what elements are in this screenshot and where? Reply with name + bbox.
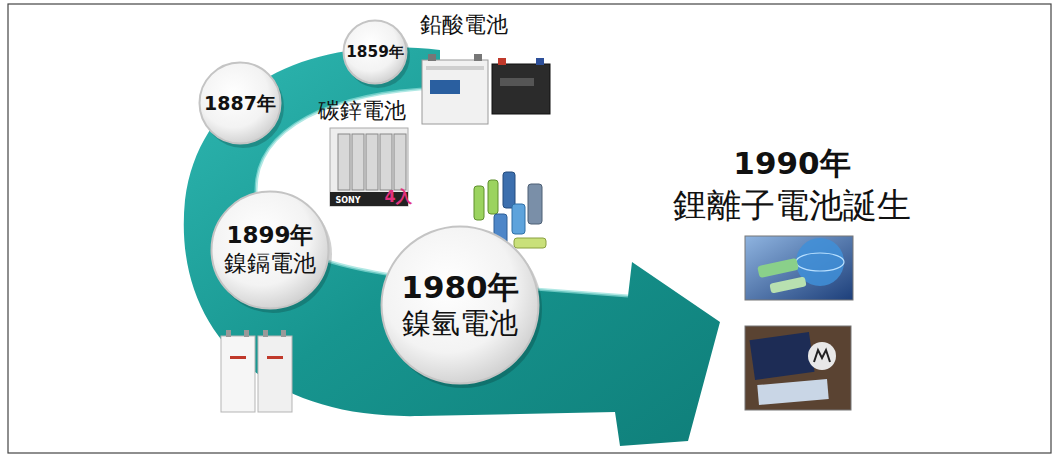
- battery-name: 鎳氫電池: [402, 306, 518, 341]
- brand-mark: SONY: [335, 196, 360, 205]
- circle-content: 1859年: [342, 19, 408, 85]
- li-ion-photo: [745, 236, 853, 300]
- circle-content: 1899年鎳鎘電池: [210, 190, 330, 310]
- year-text: 1899年: [226, 222, 313, 250]
- milestone-title: 鋰離子電池誕生: [673, 186, 911, 225]
- li-ion-photo: [745, 326, 851, 410]
- frame: [8, 4, 1051, 453]
- pack-count: 4入: [384, 188, 411, 206]
- year-text: 1859年: [346, 43, 404, 61]
- lead-acid-battery-icon: [422, 54, 550, 124]
- year-circle: 1859年鉛酸電池: [342, 19, 408, 85]
- year-text: 1887年: [204, 92, 276, 115]
- circle-content: 1980年鎳氫電池: [380, 225, 540, 385]
- timeline-swoosh: [184, 47, 720, 446]
- year-circle: 1980年鎳氫電池: [380, 225, 540, 385]
- circle-content: 1887年: [198, 61, 282, 145]
- battery-name: 鎳鎘電池: [224, 250, 316, 278]
- battery-name: 鉛酸電池: [420, 12, 508, 38]
- year-text: 1980年: [401, 269, 518, 306]
- year-circle: 1887年碳鋅電池: [198, 61, 282, 145]
- battery-name: 碳鋅電池: [318, 98, 406, 124]
- year-circle: 1899年鎳鎘電池: [210, 190, 330, 310]
- nicd-cells: [221, 330, 292, 412]
- year-heading: 1990年: [733, 146, 850, 182]
